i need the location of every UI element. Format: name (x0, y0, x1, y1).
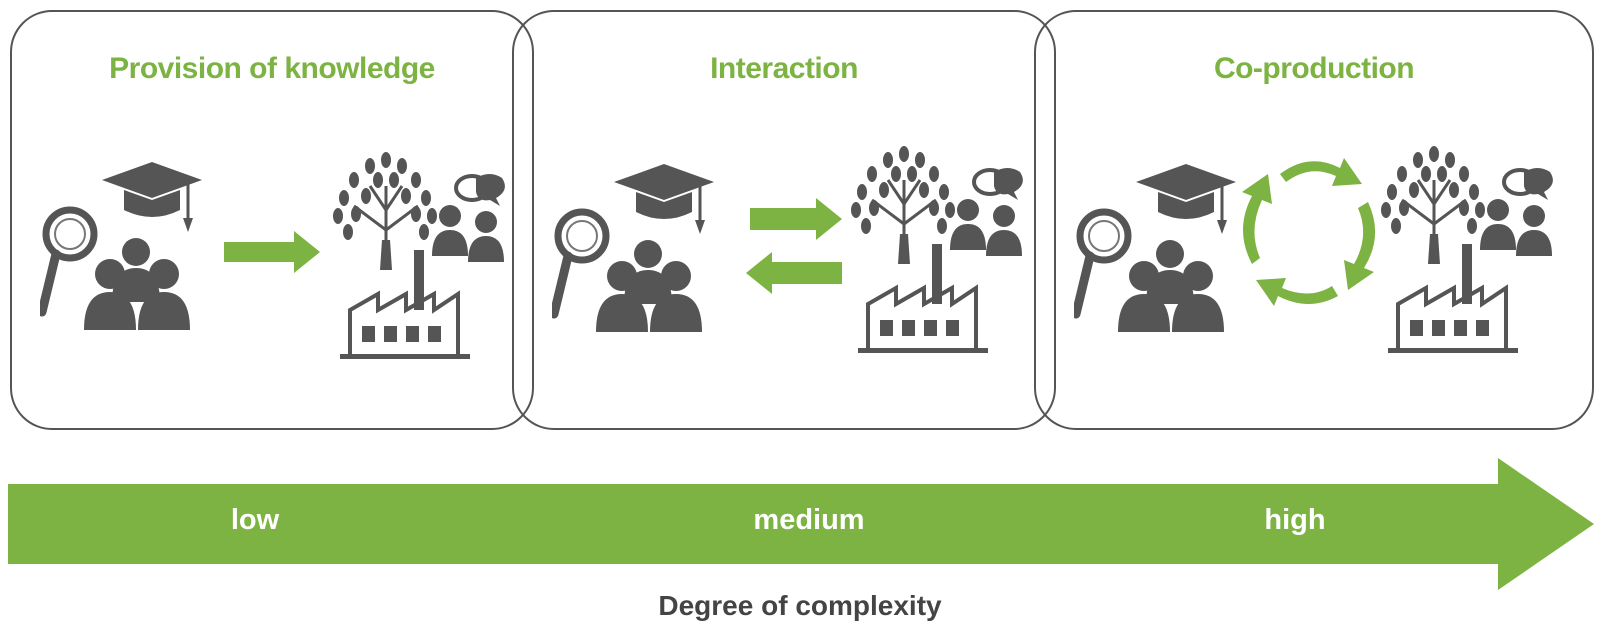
panel-co-production: Co-production (1034, 10, 1594, 430)
society-icon (1378, 144, 1558, 354)
panel-title: Co-production (1213, 52, 1415, 85)
complexity-scale-arrow (8, 458, 1594, 590)
scale-label-medium: medium (753, 504, 865, 536)
panel-interaction: Interaction (512, 10, 1056, 430)
scale-label-high: high (1264, 504, 1326, 536)
cycle-arrows-icon (1242, 158, 1376, 306)
society-icon (330, 150, 510, 360)
science-people-icon (1074, 164, 1254, 334)
science-people-icon (552, 164, 732, 334)
science-people-icon (40, 162, 220, 332)
axis-title: Degree of complexity (658, 590, 942, 621)
right-arrow-icon (224, 231, 320, 273)
two-way-arrows-icon (746, 198, 842, 294)
society-icon (848, 144, 1028, 354)
panel-provision-of-knowledge: Provision of knowledge (10, 10, 534, 430)
panel-title: Provision of knowledge (109, 52, 435, 85)
scale-label-low: low (230, 504, 280, 536)
panel-title: Interaction (710, 52, 858, 85)
